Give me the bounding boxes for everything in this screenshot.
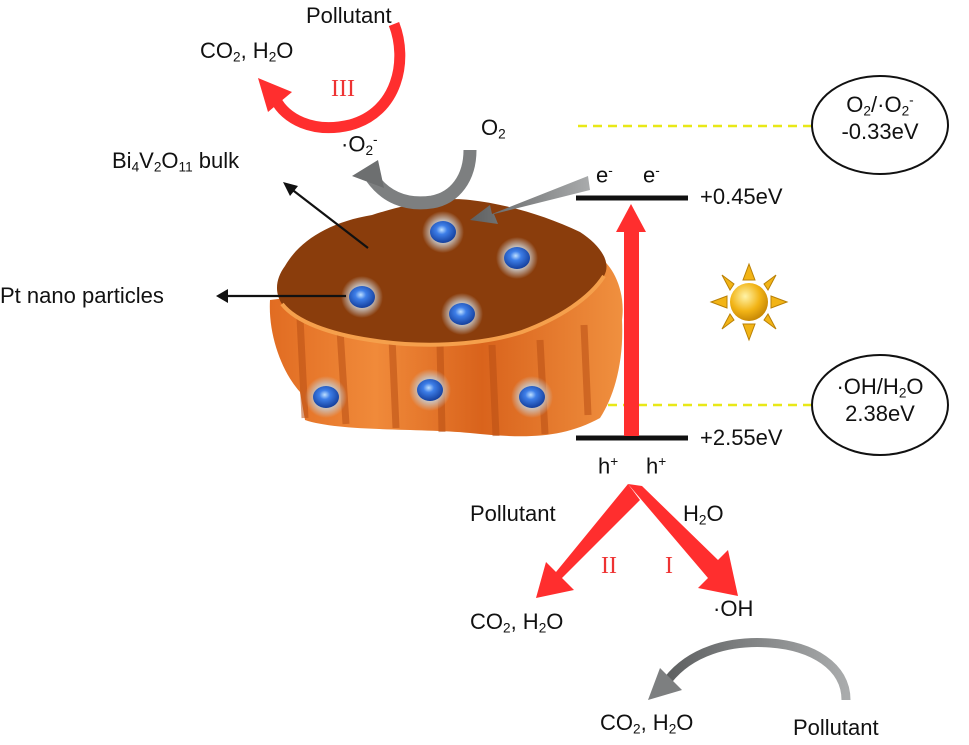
pathway-2-arrow (536, 484, 640, 598)
label-bulk: Bi4V2O11 bulk (112, 148, 240, 175)
oh-oxidation-arrowhead (648, 668, 682, 700)
label-vb-energy: +2.55eV (700, 425, 783, 450)
label-co2-h2o-bottom: CO2, H2O (600, 710, 694, 737)
o2-potential-box (811, 75, 949, 175)
label-electron-1: e- (596, 162, 613, 188)
label-pollutant-top: Pollutant (306, 3, 392, 28)
label-h2o-mid: H2O (683, 501, 724, 528)
label-pointers (216, 182, 369, 303)
particle-rim (280, 274, 606, 347)
nanoparticle (409, 369, 451, 411)
pathway-3-arrowhead (258, 78, 292, 112)
nanoparticle (305, 376, 347, 418)
label-superoxide: ·O2- (341, 131, 378, 158)
pt-nanoparticles (305, 211, 553, 418)
oh-potential-box (811, 354, 949, 456)
label-co2-h2o-mid: CO2, H2O (470, 609, 564, 636)
label-co2-h2o-top: CO2, H2O (200, 38, 294, 65)
nanoparticle (422, 211, 464, 253)
label-hole-2: h+ (646, 453, 667, 479)
label-cb-energy: +0.45eV (700, 184, 783, 209)
label-pathway-1: I (665, 553, 673, 579)
label-pathway-2: II (601, 553, 617, 579)
nanoparticle (511, 376, 553, 418)
sun-icon (709, 262, 789, 342)
pathway-1-arrow (628, 484, 738, 596)
label-pt-nanoparticles: Pt nano particles (0, 283, 164, 308)
label-pathway-3: III (331, 76, 355, 102)
excitation-arrow (616, 204, 646, 436)
pathway-3-arrow (271, 22, 406, 134)
label-electron-2: e- (643, 162, 660, 188)
oh-oxidation-arrow (664, 638, 851, 701)
label-hydroxyl: ·OH (713, 596, 754, 621)
nanoparticle (341, 276, 383, 318)
nanoparticle (496, 237, 538, 279)
nanoparticle (441, 293, 483, 335)
o2-reduction-arrow (366, 149, 477, 210)
o2-potential-text: O2/·O2- -0.33eV (841, 92, 919, 145)
o2-reduction-arrowhead (352, 160, 384, 188)
oh-potential-text: ·OH/H2O 2.38eV (836, 374, 924, 427)
electron-transfer-arrow (470, 176, 590, 224)
label-pollutant-mid: Pollutant (470, 501, 556, 526)
label-pollutant-bottom: Pollutant (793, 715, 879, 740)
label-o2: O2 (481, 115, 506, 142)
label-hole-1: h+ (598, 453, 619, 479)
